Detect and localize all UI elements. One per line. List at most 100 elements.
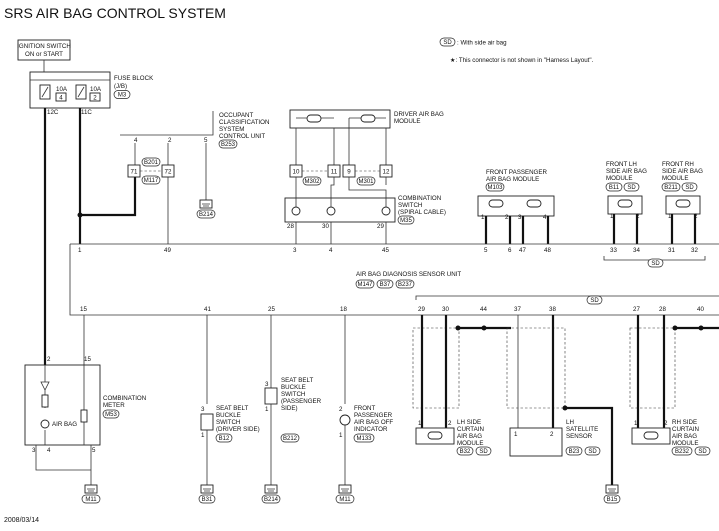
ground-b15-pill: [603, 494, 621, 504]
spiral-internal-leads: [295, 177, 387, 207]
spiral-coil3-icon: [381, 206, 391, 216]
rh-curtain-line4: MODULE: [672, 440, 698, 447]
buckle-pass-pin3: 3: [265, 381, 269, 388]
ground-b15: B15: [603, 484, 621, 504]
buckle-driver-connector-pill: [215, 433, 233, 443]
unit-top-pin-32: 32: [691, 247, 698, 254]
unit-bot-pin-41: 41: [204, 306, 211, 313]
harness-pin72: 72: [165, 169, 172, 176]
indicator-pin1: 1: [339, 432, 343, 439]
wire-rh-curtain: [636, 315, 666, 430]
lh-curtain-sd: SD: [479, 449, 488, 455]
fuse-block-line2: (J/B): [114, 83, 127, 90]
wire-meter-ground: [35, 445, 92, 485]
unit-bot-pin-28: 28: [659, 306, 666, 313]
buckle-pass-line4: (PASSENGER: [281, 398, 322, 405]
rh-curtain-line3: AIR BAG: [672, 433, 697, 440]
ground-b214-label: B214: [199, 212, 214, 218]
ground-icon: [202, 203, 210, 207]
unit-bot-pin-27: 27: [633, 306, 640, 313]
indicator-line3: AIR BAG OFF: [354, 419, 393, 426]
fp-pin3: 3: [518, 214, 522, 221]
legend-sd-tag: SD: [443, 40, 452, 46]
rh-side-sd-pill: [681, 182, 698, 192]
unit-top-pin-47: 47: [519, 247, 526, 254]
indicator-lamp-icon: [339, 414, 351, 426]
rh-shield-dot2: [698, 325, 704, 331]
rh-curtain-pin2: 2: [664, 420, 668, 427]
lh-curtain-pin1: 1: [418, 420, 422, 427]
buckle-pass-line1: SEAT BELT: [281, 377, 314, 384]
rh-curtain-squib-icon: [643, 431, 659, 440]
legend-sd-pill: [439, 37, 456, 47]
sensor-conn2: B37: [380, 282, 391, 288]
meter-pin-15: 15: [84, 356, 91, 363]
buckle-driver-line2: BUCKLE: [216, 412, 241, 419]
buckle-driver-pin3: 3: [201, 406, 205, 413]
indicator-line4: INDICATOR: [354, 426, 388, 433]
unit-bot-pin-38: 38: [549, 306, 556, 313]
wire-sat-ground: [565, 406, 614, 485]
lh-satellite-sensor: 1 2 LH SATELLITE SENSOR B23 SD: [509, 419, 601, 457]
buckle-driver-line1: SEAT BELT: [216, 405, 249, 412]
harness-pin71: 71: [131, 169, 138, 176]
buckle-pass-line3: SWITCH: [281, 391, 305, 398]
unit-top-pin-48: 48: [544, 247, 551, 254]
lh-satellite-box: [509, 427, 563, 457]
junction-dot: [77, 212, 83, 218]
ground-b31: B31: [198, 484, 216, 504]
rh-side-connector-pill: [661, 182, 681, 192]
fuse1-amp: 10A: [56, 86, 68, 93]
lh-satellite-pin2: 2: [550, 431, 554, 438]
buckle-driver-connector: B12: [219, 436, 230, 442]
ocs-connector-pill: [218, 139, 238, 149]
lh-side-pin1: 1: [610, 213, 614, 220]
lh-curtain-connector: B32: [460, 449, 471, 455]
sd-brace-top-label: SD: [651, 261, 660, 267]
fp-module-connector: M103: [487, 185, 503, 191]
driver-module-line2: MODULE: [394, 118, 420, 125]
wire-fp-unit: [484, 216, 550, 244]
driver-module-leads: [295, 117, 387, 165]
meter-airbag-label: AIR BAG: [52, 421, 77, 428]
ground-icon: [341, 488, 349, 492]
rh-curtain-pin1: 1: [634, 420, 638, 427]
ocs-connector: B253: [221, 142, 236, 148]
ground-b214-pill: [196, 209, 216, 219]
rh-side-squib-icon: [675, 199, 691, 208]
wire-spiral-unit: [295, 222, 387, 244]
spiral-switch-box: [284, 197, 396, 223]
ground-b214b-pill: [261, 494, 281, 504]
ground-icon: [87, 488, 95, 492]
ground-b31-label: B31: [202, 497, 213, 503]
lh-shield-dot: [455, 325, 461, 331]
unit-bot-pin-37: 37: [514, 306, 521, 313]
fuse-block-line1: FUSE BLOCK: [114, 75, 154, 82]
harness-top: B201: [144, 160, 159, 166]
buckle-driver-line4: (DRIVER SIDE): [216, 426, 260, 433]
sat-ground-dot: [562, 405, 568, 411]
spiral-line2: SWITCH: [398, 202, 422, 209]
ground-m11-indicator: M11: [335, 484, 355, 504]
ground-m11-pill: [81, 494, 101, 504]
unit-bot-pin-30: 30: [442, 306, 449, 313]
buckle-pass-connector: B212: [283, 436, 298, 442]
spiral-m302: M302: [304, 179, 320, 185]
spiral-line1: COMBINATION: [398, 195, 441, 202]
fuse-block-box: [29, 71, 111, 109]
lh-side-line3: MODULE: [606, 175, 632, 182]
buckle-driver-line3: SWITCH: [216, 419, 240, 426]
spiral-m302-pill: [302, 176, 322, 186]
buckle-switch-passenger: 3 1 SEAT BELT BUCKLE SWITCH (PASSENGER S…: [264, 377, 322, 443]
lh-satellite-sd: SD: [588, 449, 597, 455]
spiral-coil1-icon: [291, 206, 301, 216]
harness-bottom: M117: [144, 178, 159, 184]
indicator-pin2: 2: [339, 406, 343, 413]
wire-fuse-ocs: [78, 108, 137, 217]
sensor-conn1-pill: [355, 279, 375, 289]
fuse-block-connector: M3: [118, 93, 127, 99]
ground-b15-label: B15: [607, 497, 618, 503]
fuse1-num: 4: [59, 95, 63, 102]
unit-bot-pin-18: 18: [340, 306, 347, 313]
meter-box: [24, 364, 101, 446]
